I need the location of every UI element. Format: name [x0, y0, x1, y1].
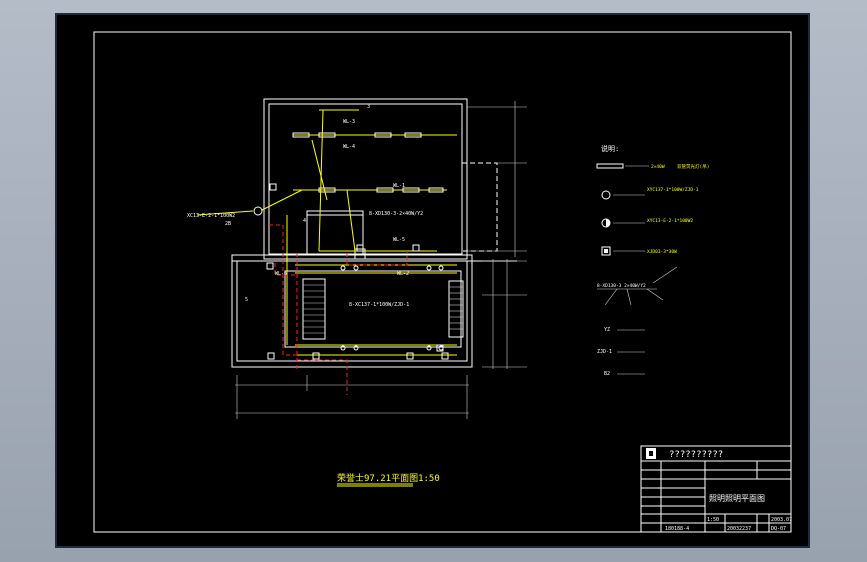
label-lamp-b: 8-XC137-1*100W/ZJD-1 [349, 302, 409, 308]
label-wl6: WL-6 [275, 271, 287, 277]
legend-heading: 说明: [601, 144, 619, 153]
legend-code-2: XYC137-1*100W/ZJD-1 [647, 187, 699, 193]
legend-code-1: 2×40W [651, 164, 665, 170]
circle-lamp-icon [601, 190, 611, 200]
right-stair [448, 280, 464, 338]
date-value: 2003.07 [771, 517, 792, 523]
legend: 说明: 2×40W 双管荧光灯(吊) XYC137-1*100W/ZJD-1 X… [596, 144, 709, 377]
fixtures [261, 109, 457, 356]
label-n5: 5 [245, 297, 248, 303]
company-name: ?????????? [669, 450, 723, 460]
drawing-sheet: WL-3 WL-4 WL-1 8-XD130-3-2×40W/Y2 WL-5 8… [55, 13, 810, 548]
label-left-code: XC13-E-2-1*100W2 [187, 213, 235, 219]
left-stair [302, 278, 326, 340]
border-frame [93, 31, 792, 533]
label-wl5: WL-5 [393, 237, 405, 243]
label-wl1: WL-1 [393, 183, 405, 189]
legend-code-7: B2 [604, 371, 610, 377]
legend-code-4: XJD03-3*30W [647, 249, 677, 255]
title-block: ?????????? 照明照明平面图 1:50 2003.07 20032237… [640, 445, 792, 533]
label-wl4: WL-4 [343, 144, 355, 150]
floor-plan: WL-3 WL-4 WL-1 8-XD130-3-2×40W/Y2 WL-5 8… [187, 98, 527, 487]
legend-code-5: YZ [604, 327, 610, 333]
drawing-canvas: WL-3 WL-4 WL-1 8-XD130-3-2×40W/Y2 WL-5 8… [93, 31, 792, 533]
label-n3: 3 [367, 104, 370, 110]
label-wl2: WL-2 [397, 271, 409, 277]
drawing-name: 照明照明平面图 [709, 494, 765, 503]
label-wl3: WL-3 [343, 119, 355, 125]
plan-title: 荣誉士97.21平面图1:50 [337, 472, 440, 484]
square-lamp-icon [601, 246, 611, 256]
label-left-code2: 2B [225, 221, 231, 227]
legend-note: 8-XD130-3 2×40W/Y2 [597, 283, 646, 289]
double-tube-lamp-icon [596, 163, 624, 169]
label-n4: 4 [303, 218, 306, 224]
legend-code-6: ZJD-1 [597, 349, 612, 355]
red-circuits [269, 224, 408, 395]
drawing-number: 20032237 [727, 526, 751, 532]
scale-value: 1:50 [707, 517, 719, 523]
legend-desc-1: 双管荧光灯(吊) [677, 163, 709, 170]
legend-code-3: XYC13-E-2-1*100W2 [647, 218, 693, 224]
reference-number: 180188-4 [665, 526, 689, 532]
dimension-lines [235, 101, 527, 419]
sheet-number: DQ-07 [771, 526, 786, 532]
label-lamp-a: 8-XD130-3-2×40W/Y2 [369, 211, 423, 217]
